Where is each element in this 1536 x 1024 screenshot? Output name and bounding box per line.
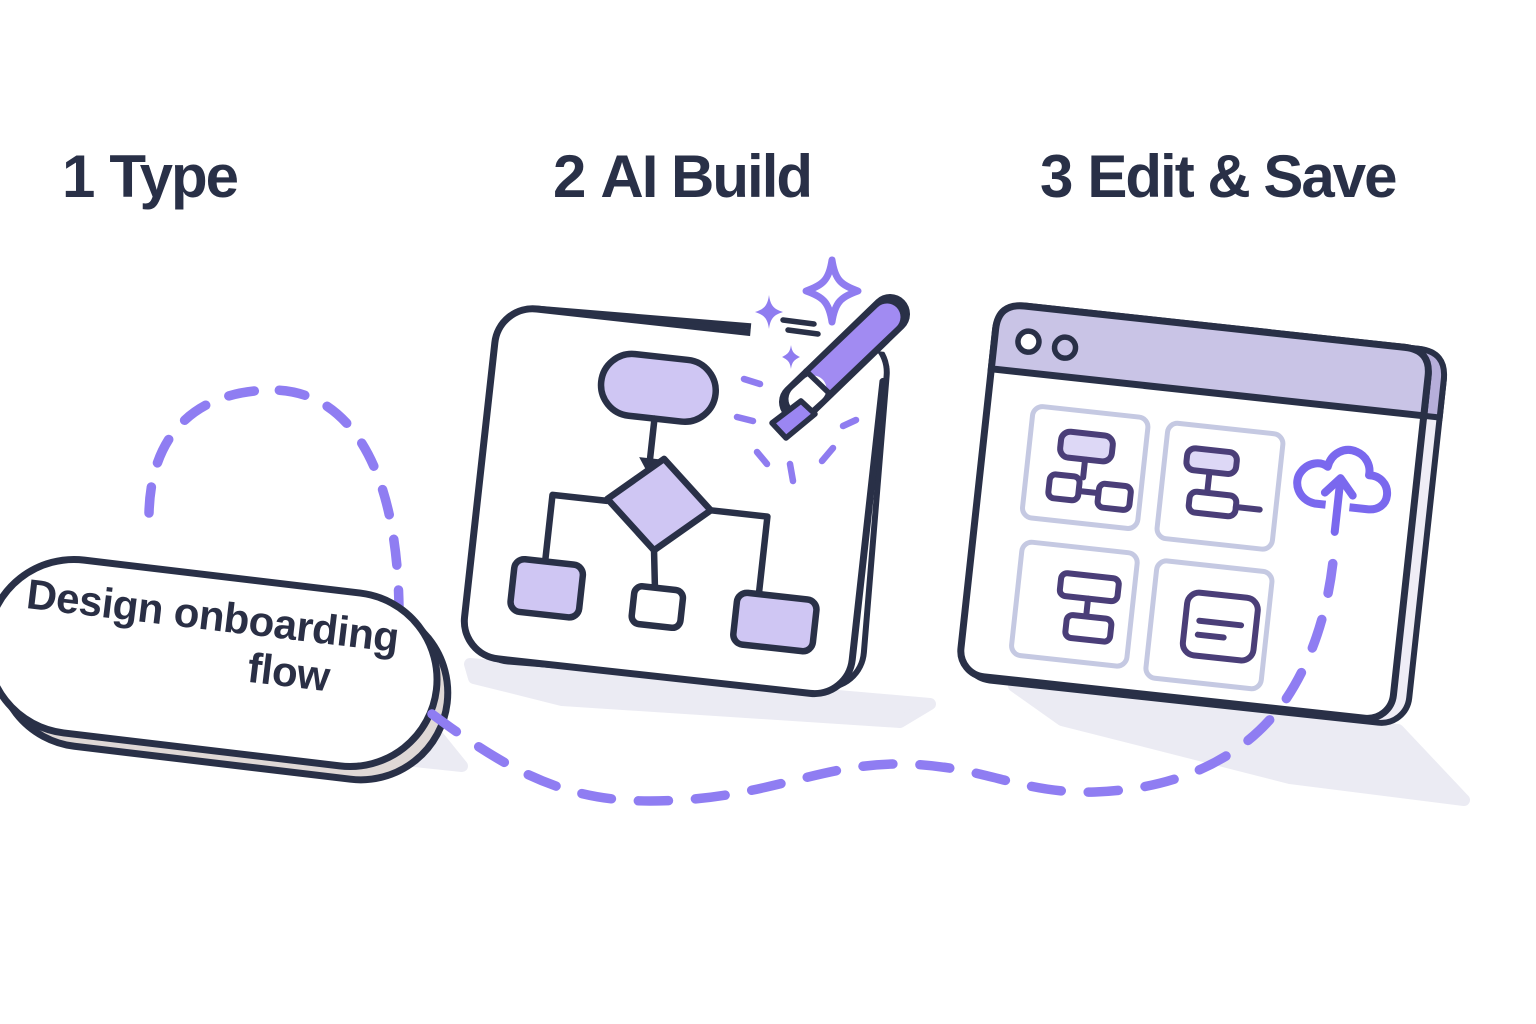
document-thumbnail-icon [1179, 589, 1261, 664]
prompt-pill [0, 556, 452, 784]
ai-build-card [460, 305, 890, 698]
flow-right-connector [707, 507, 771, 598]
sketch-edge-dashes [780, 317, 821, 337]
card-shadow [464, 658, 936, 728]
flow-middle-connector [650, 547, 659, 591]
upload-arrow [1330, 477, 1345, 536]
dashed-connector-path [427, 533, 1340, 806]
step-1-label: Type [109, 143, 239, 210]
window-dot-icon [1051, 334, 1079, 361]
thumbnail-icons [1045, 428, 1263, 664]
pen-grip [788, 375, 827, 413]
flow-arrow-line [646, 415, 658, 464]
window-shadow [1008, 680, 1470, 806]
thumbnail-tile[interactable] [1154, 420, 1286, 552]
window-dot-icon [1015, 328, 1042, 355]
flow-middle-node [628, 583, 687, 632]
pen-grip-divider [803, 368, 834, 398]
sparkle-icon [755, 295, 783, 329]
step-3-number: 3 [1040, 143, 1073, 210]
step-1-number: 1 [62, 143, 95, 210]
thumbnail-tile[interactable] [1009, 539, 1140, 669]
pen-nib [769, 398, 818, 441]
cloud-upload-icon [1293, 445, 1391, 536]
flow-start-node [597, 350, 719, 425]
sparkle-icon [802, 256, 862, 326]
card-front-border [460, 305, 887, 698]
step-3-label: Edit & Save [1087, 143, 1397, 210]
window-titlebar [987, 302, 1432, 420]
sparkle-icon [782, 345, 800, 369]
prompt-pill-face [0, 556, 441, 770]
pen-barrel [806, 303, 901, 395]
sparkles [733, 256, 862, 485]
dashed-arc-connector [144, 385, 404, 613]
flow-left-node [507, 555, 587, 621]
flow-left-connector [541, 491, 611, 565]
flowchart-thumbnail-icon [1183, 445, 1263, 520]
upload-arrow-head [1320, 474, 1357, 500]
magic-pen-icon [769, 294, 910, 441]
flowchart-thumbnail-icon [1045, 428, 1134, 513]
flowchart-thumbnail-icon [1056, 570, 1122, 645]
sparkle-burst-rays [733, 375, 860, 485]
flow-right-node [730, 589, 820, 655]
flowchart [507, 350, 820, 655]
step-2-label: AI Build [600, 143, 813, 210]
browser-window [957, 302, 1448, 726]
step-2-number: 2 [553, 143, 586, 210]
